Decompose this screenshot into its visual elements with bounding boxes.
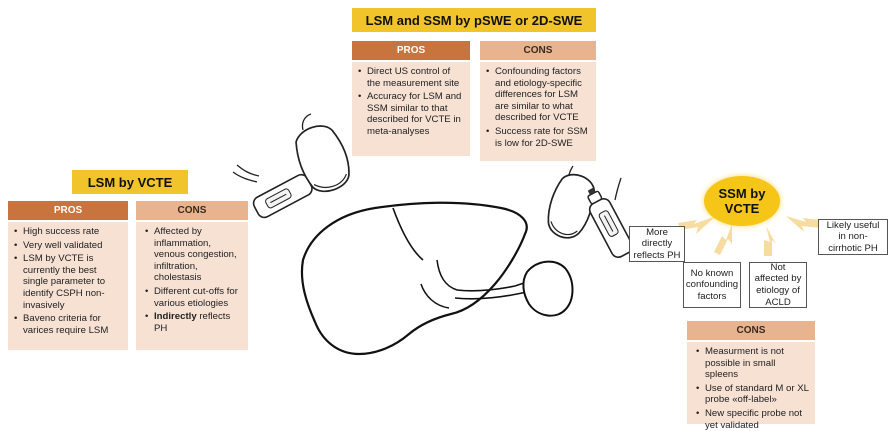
ssm-cons-item: Use of standard M or XL probe «off-label…	[693, 383, 810, 406]
left-pros-item: LSM by VCTE is currently the best single…	[14, 253, 123, 311]
left-pros-item: High success rate	[14, 226, 123, 238]
arrow-mid-left	[714, 224, 732, 255]
ssm-feature-mid-right: Not affected by etiology of ACLD	[749, 262, 807, 308]
ssm-feature-left: More directly reflects PH	[629, 226, 685, 262]
arrow-right	[786, 216, 820, 232]
top-title: LSM and SSM by pSWE or 2D-SWE	[352, 8, 596, 32]
ssm-cons-item: Measurment is not possible in small sple…	[693, 346, 810, 381]
ssm-feature-right: Likely useful in non-cirrhotic PH	[818, 219, 888, 255]
ssm-cons-item: New specific probe not yet validated	[693, 408, 810, 431]
ssm-feature-mid-left: No known confounding factors	[683, 262, 741, 308]
probe-cable	[615, 178, 621, 200]
left-pros-box: High success rate Very well validated LS…	[8, 222, 128, 350]
ssm-cons-header: CONS	[687, 321, 815, 340]
left-pros-item: Baveno criteria for varices require LSM	[14, 313, 123, 336]
left-pros-item: Very well validated	[14, 240, 123, 252]
ssm-title-line2: VCTE	[725, 201, 760, 216]
probe-cable	[233, 172, 257, 182]
probe-cable	[237, 165, 259, 176]
left-title: LSM by VCTE	[72, 170, 188, 194]
left-pros-header: PROS	[8, 201, 128, 220]
top-cons-header: CONS	[480, 41, 596, 60]
ssm-cons-box: Measurment is not possible in small sple…	[687, 342, 815, 424]
spleen-outline	[523, 262, 572, 316]
ssm-title-line1: SSM by	[719, 186, 766, 201]
top-pros-item: Direct US control of the measurement sit…	[358, 66, 465, 89]
liver-probes-illustration	[225, 110, 645, 360]
left-cons-bold-word: Indirectly	[154, 311, 197, 322]
vcte-probe-right	[581, 184, 635, 260]
liver-outline	[302, 203, 527, 354]
arrow-mid-right	[764, 226, 776, 256]
ssm-title: SSM by VCTE	[704, 176, 780, 226]
top-pros-header: PROS	[352, 41, 470, 60]
